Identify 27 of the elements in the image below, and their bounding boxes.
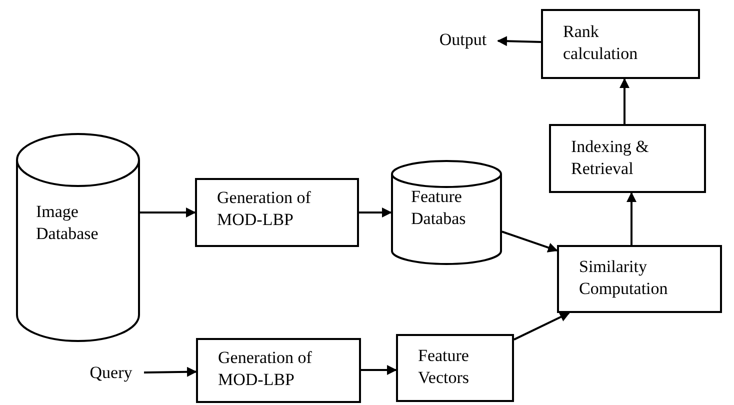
process-box bbox=[557, 245, 722, 313]
arrow bbox=[359, 208, 392, 218]
database-cylinder bbox=[16, 133, 140, 342]
process-box bbox=[549, 124, 706, 193]
process-box bbox=[396, 334, 514, 402]
node-text: Generation of MOD-LBP bbox=[218, 347, 313, 391]
arrow bbox=[514, 312, 570, 340]
terminal-label: Output bbox=[428, 28, 498, 52]
database-cylinder bbox=[391, 160, 502, 265]
terminal-label: Query bbox=[78, 361, 144, 385]
node-text: Similarity Computation bbox=[579, 256, 669, 300]
node-text: Image Database bbox=[36, 201, 100, 245]
arrow bbox=[502, 230, 558, 252]
process-box bbox=[195, 178, 359, 247]
node-text: Feature Databas bbox=[411, 186, 467, 230]
arrow bbox=[497, 36, 542, 46]
arrow bbox=[144, 366, 197, 377]
node-text: Indexing & Retrieval bbox=[571, 136, 650, 180]
node-text: Rank calculation bbox=[563, 21, 639, 65]
process-box bbox=[196, 338, 361, 403]
arrow bbox=[140, 208, 196, 218]
arrow bbox=[626, 192, 636, 245]
node-text: Generation of MOD-LBP bbox=[217, 187, 312, 231]
arrow bbox=[361, 365, 397, 375]
process-box bbox=[541, 9, 700, 79]
arrow bbox=[620, 78, 630, 124]
node-text: Feature Vectors bbox=[418, 345, 470, 389]
